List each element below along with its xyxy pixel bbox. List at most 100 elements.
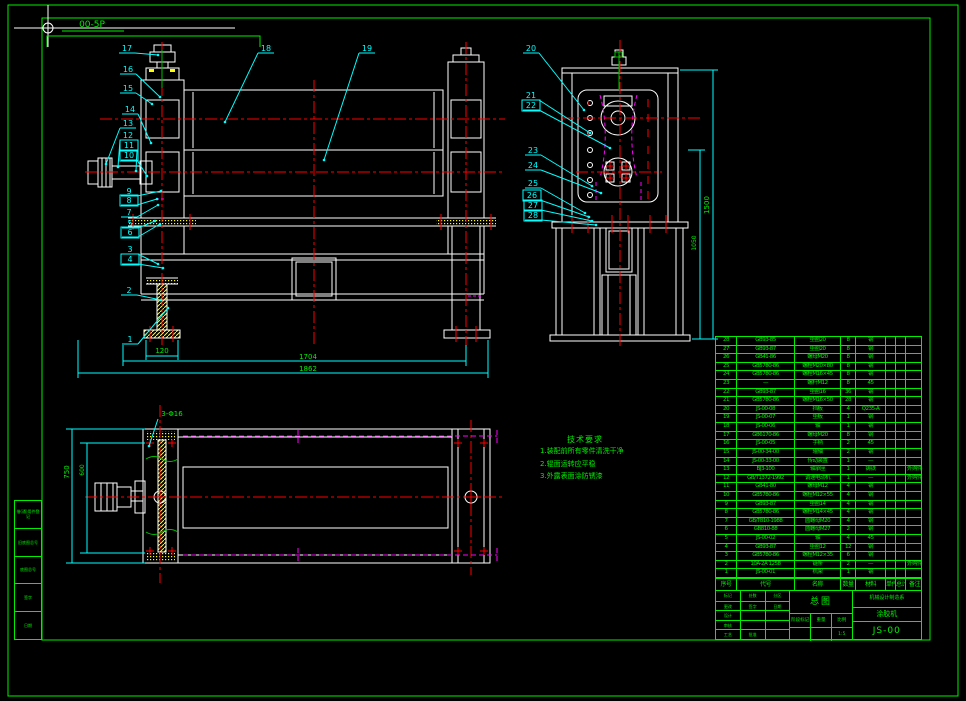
- bom-cell-name: 挡板: [794, 405, 840, 414]
- bom-cell-name: 垫圈20: [794, 345, 840, 354]
- callout-22: 22: [521, 99, 612, 150]
- bom-cell-no: 9: [724, 500, 729, 507]
- bom-cell-w1: [885, 517, 895, 526]
- callout-18: 18: [223, 44, 274, 124]
- bom-cell-code: GB5780-86: [736, 509, 794, 517]
- bom-cell-code: GB5780-86: [736, 397, 794, 405]
- bom-cell-qty: 8: [840, 380, 855, 388]
- bom-cell-mat: —: [855, 560, 885, 569]
- bom-cell-mat: 钢: [855, 423, 885, 431]
- tb-sign-cell-11: [765, 619, 791, 630]
- callout-label-7: 7: [126, 208, 131, 217]
- weight-value: [810, 627, 831, 641]
- unit-name: 机械设计制造系: [869, 595, 905, 601]
- tb-sign-cell-3: 更改: [716, 600, 741, 611]
- callout-20: 20: [523, 44, 586, 112]
- bom-cell-w1: [885, 466, 895, 474]
- bom-cell-name: 螺栓M12×35: [794, 552, 840, 560]
- callout-10: 10: [119, 149, 149, 178]
- callout-16: 16: [120, 65, 162, 99]
- callout-1: 1: [122, 306, 170, 345]
- bom-cell-rem: [905, 517, 923, 526]
- bom-cell-name: 螺栓M16×50: [794, 397, 840, 405]
- callout-25: 25: [525, 179, 587, 215]
- bom-cell-w2: [895, 405, 905, 414]
- bom-cell-code: BJ3-100: [736, 466, 794, 474]
- bom-cell-code: JS-00-05: [736, 440, 794, 448]
- callout-label-22: 22: [526, 101, 536, 110]
- bom-cell-qty: 4: [840, 491, 855, 500]
- bom-cell-name: 轴: [794, 535, 840, 543]
- bom-cell-w2: [895, 440, 905, 448]
- bom-cell-w1: [885, 405, 895, 414]
- callout-12: 12: [116, 131, 136, 169]
- bom-cell-name: 垫圈16: [794, 388, 840, 397]
- bom-cell-name: 螺母M12: [794, 483, 840, 491]
- bom-cell-rem: [905, 457, 923, 466]
- bom-cell-code: JS-00-01: [736, 569, 794, 578]
- callout-label-16: 16: [123, 65, 133, 74]
- bom-cell-rem: [905, 354, 923, 362]
- bom-cell-code: GB5780-86: [736, 552, 794, 560]
- callout-21: 21: [523, 91, 592, 135]
- title-block-signatures: 标记处数分区更改签字日期设计审核工艺批准: [716, 591, 791, 639]
- callout-28: 28: [523, 209, 598, 227]
- bom-cell-rem: [905, 526, 923, 535]
- callout-label-1: 1: [127, 335, 132, 344]
- bom-cell-code: GB/T810-1988: [736, 517, 794, 526]
- bom-cell-name: 圆螺母M27: [794, 526, 840, 535]
- bom-cell-code: 10A-2A 1258: [736, 560, 794, 569]
- bom-cell-w1: [885, 448, 895, 457]
- bom-cell-no: 1: [724, 569, 729, 576]
- bom-cell-mat: 钢: [855, 371, 885, 380]
- bom-cell-w2: [895, 414, 905, 423]
- bom-cell-qty: 2: [840, 526, 855, 535]
- margin-cell-3: 底图总号: [15, 555, 41, 584]
- bom-cell-code: GB93-87: [736, 388, 794, 397]
- product-name: 涂胶机: [852, 607, 921, 621]
- bom-cell-w2: [895, 500, 905, 509]
- callout-5: 5: [122, 219, 157, 229]
- callout-label-23: 23: [528, 146, 538, 155]
- bom-cell-mat: 钢: [855, 354, 885, 362]
- margin-cell-4: 签字: [15, 583, 41, 611]
- bom-cell-w2: [895, 457, 905, 466]
- bom-cell-w1: [885, 371, 895, 380]
- bom-cell-w1: [885, 526, 895, 535]
- bom-cell-w1: [885, 337, 895, 345]
- callout-label-27: 27: [528, 201, 538, 210]
- bom-cell-no: 20: [723, 405, 730, 412]
- bom-cell-qty: 6: [840, 552, 855, 560]
- drawing-name: 总图: [809, 597, 832, 607]
- notes-title: 技术要求: [567, 435, 603, 444]
- bom-cell-w2: [895, 526, 905, 535]
- bom-cell-no: 18: [723, 423, 730, 430]
- bom-cell-qty: 4: [840, 405, 855, 414]
- callout-label-19: 19: [362, 44, 372, 53]
- bom-cell-no: 25: [723, 362, 730, 369]
- bom-cell-name: 辊轴: [794, 448, 840, 457]
- bom-cell-name: 螺杆M12: [794, 380, 840, 388]
- callout-label-12: 12: [123, 131, 133, 140]
- bom-cell-w2: [895, 491, 905, 500]
- bom-cell-qty: 4: [840, 509, 855, 517]
- bom-cell-name: 螺栓M16×45: [794, 371, 840, 380]
- bom-cell-w1: [885, 388, 895, 397]
- bom-cell-qty: 8: [840, 354, 855, 362]
- bom-cell-rem: [905, 569, 923, 578]
- bom-cell-w1: [885, 362, 895, 371]
- bom-cell-qty: 1: [840, 414, 855, 423]
- bom-header-2: 名称: [794, 579, 840, 590]
- bom-header-6: 总计: [895, 579, 905, 590]
